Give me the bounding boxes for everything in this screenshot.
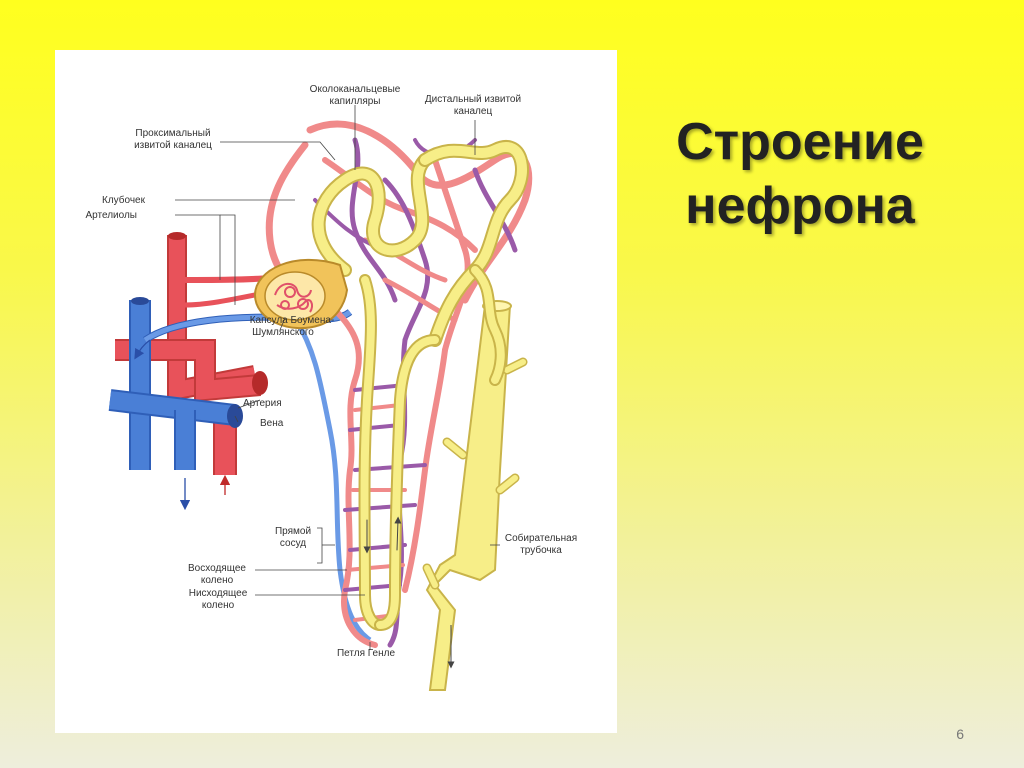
vein-vessels xyxy=(108,297,372,643)
leader-lines xyxy=(175,105,500,650)
diagram-labels: Околоканальцевые капилляры Дистальный из… xyxy=(86,84,578,659)
label-arterioles: Артелиолы xyxy=(86,210,138,221)
label-descending-2: колено xyxy=(202,600,235,611)
label-ascending-1: Восходящее xyxy=(188,563,246,574)
glomerulus xyxy=(274,282,314,313)
label-collecting-2: трубочка xyxy=(520,544,562,556)
label-vein: Вена xyxy=(260,418,284,429)
collecting-duct xyxy=(422,300,528,691)
label-descending-1: Нисходящее xyxy=(189,588,248,599)
label-glomerulus: Клубочек xyxy=(102,194,146,206)
diagram-panel: Околоканальцевые капилляры Дистальный из… xyxy=(55,50,617,733)
slide-title: Строение нефрона xyxy=(640,110,960,238)
label-distal-1: Дистальный извитой xyxy=(425,94,521,105)
bowman-capsule xyxy=(253,258,349,330)
tubules xyxy=(311,140,529,631)
label-vasa-recta-1: Прямой xyxy=(275,526,311,537)
label-peritubular-1: Околоканальцевые xyxy=(310,84,401,95)
label-vasa-recta-2: сосуд xyxy=(280,538,306,549)
label-ascending-2: колено xyxy=(201,575,234,586)
label-loop-henle: Петля Генле xyxy=(337,648,395,659)
slide-title-line-2: нефрона xyxy=(685,177,915,235)
label-proximal-1: Проксимальный xyxy=(135,128,210,139)
label-proximal-2: извитой каналец xyxy=(134,140,212,151)
label-capsule-2: Шумлянского xyxy=(252,327,314,338)
artery-vessels xyxy=(115,232,271,495)
nephron-diagram: Околоканальцевые капилляры Дистальный из… xyxy=(86,84,578,691)
label-artery: Артерия xyxy=(243,398,282,409)
label-peritubular-2: капилляры xyxy=(330,96,381,107)
label-capsule-1: Капсула Боумена- xyxy=(250,315,335,326)
label-distal-2: каналец xyxy=(454,106,493,117)
page-number: 6 xyxy=(956,726,964,742)
slide-title-line-1: Строение xyxy=(676,113,924,171)
label-collecting-1: Собирательная xyxy=(505,532,577,544)
